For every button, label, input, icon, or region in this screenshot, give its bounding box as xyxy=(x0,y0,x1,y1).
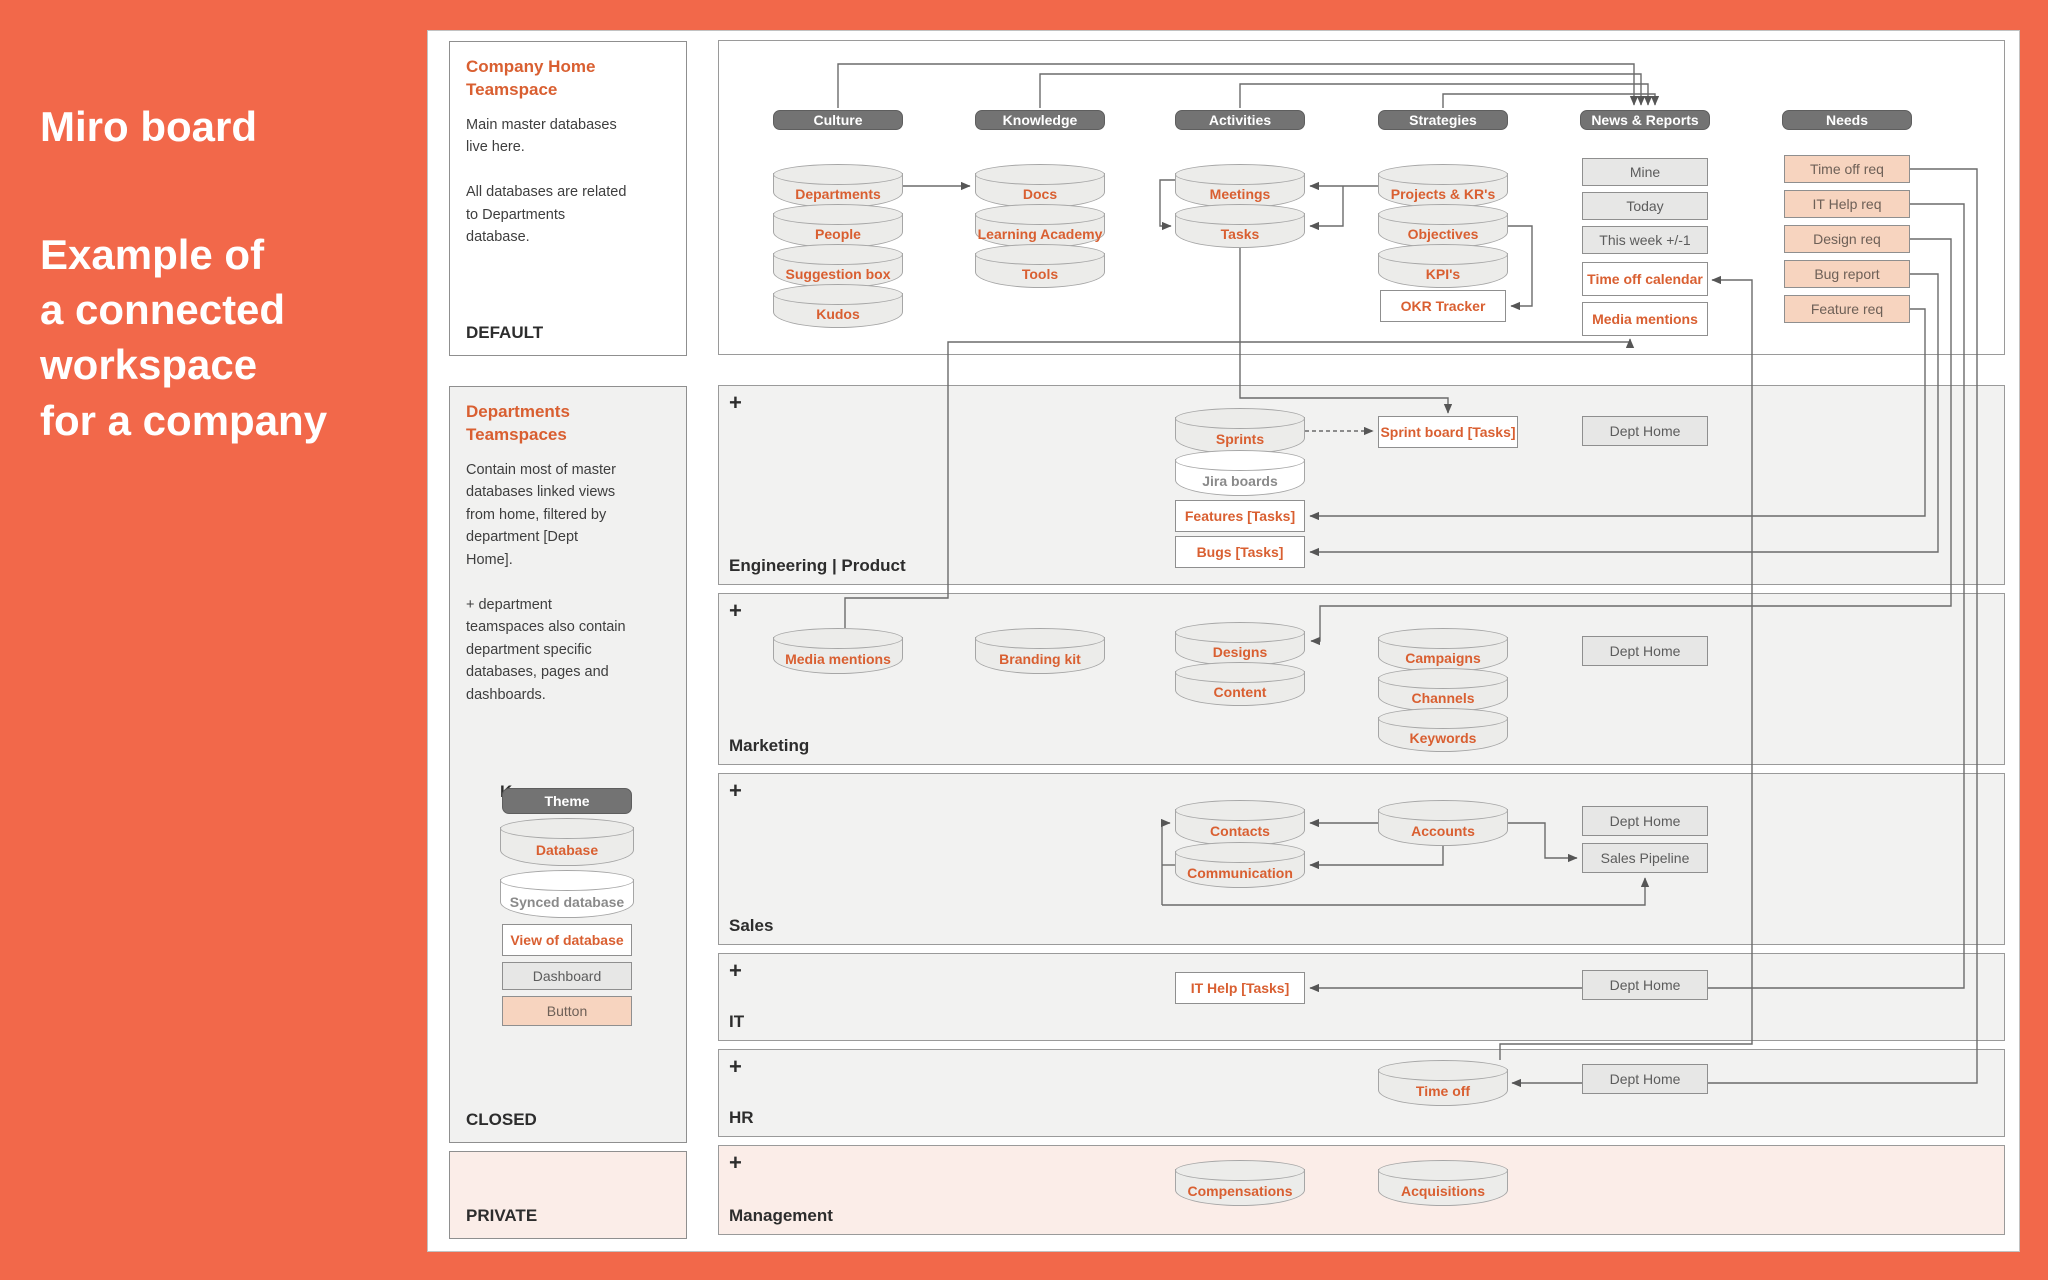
feature-req-button[interactable]: Feature req xyxy=(1784,295,1910,323)
section-marketing[interactable]: + Marketing xyxy=(718,593,2005,765)
it-help-req-button[interactable]: IT Help req xyxy=(1784,190,1910,218)
panel-departments-footer: CLOSED xyxy=(466,1110,537,1129)
button-button[interactable]: Button xyxy=(502,996,632,1026)
panel-departments-title: Departments Teamspaces xyxy=(466,402,570,444)
contacts-database[interactable]: Contacts xyxy=(1175,800,1305,846)
plus-icon[interactable]: + xyxy=(729,598,742,623)
people-database[interactable]: People xyxy=(773,204,903,248)
channels-database[interactable]: Channels xyxy=(1378,668,1508,712)
branding-kit-database[interactable]: Branding kit xyxy=(975,628,1105,674)
jira-boards-synced-database[interactable]: Jira boards xyxy=(1175,450,1305,496)
news-reports-theme[interactable]: News & Reports xyxy=(1580,110,1710,130)
panel-company-home-title: Company Home Teamspace xyxy=(466,57,596,99)
panel-company-home-footer: DEFAULT xyxy=(466,323,544,342)
theme-theme[interactable]: Theme xyxy=(502,788,632,814)
today-dashboard[interactable]: Today xyxy=(1582,192,1708,220)
kpi-s-database[interactable]: KPI's xyxy=(1378,244,1508,288)
section-label: IT xyxy=(729,1012,745,1031)
dashboard-dashboard[interactable]: Dashboard xyxy=(502,962,632,990)
bug-report-button[interactable]: Bug report xyxy=(1784,260,1910,288)
panel-company-home[interactable]: Company Home Teamspace Main master datab… xyxy=(449,41,687,356)
section-management[interactable]: + Management xyxy=(718,1145,2005,1235)
media-mentions-database-view[interactable]: Media mentions xyxy=(1582,302,1708,336)
plus-icon[interactable]: + xyxy=(729,1150,742,1175)
section-label: Marketing xyxy=(729,736,810,755)
plus-icon[interactable]: + xyxy=(729,390,742,415)
accounts-database[interactable]: Accounts xyxy=(1378,800,1508,846)
dept-home-dashboard[interactable]: Dept Home xyxy=(1582,970,1708,1000)
plus-icon[interactable]: + xyxy=(729,958,742,983)
panel-departments-body: Contain most of master databases linked … xyxy=(466,461,626,703)
activities-theme[interactable]: Activities xyxy=(1175,110,1305,130)
section-sales[interactable]: + Sales xyxy=(718,773,2005,945)
sidebar-title: Miro board xyxy=(40,103,257,150)
departments-database[interactable]: Departments xyxy=(773,164,903,208)
bugs-tasks-database-view[interactable]: Bugs [Tasks] xyxy=(1175,536,1305,568)
section-hr[interactable]: + HR xyxy=(718,1049,2005,1137)
tasks-database[interactable]: Tasks xyxy=(1175,204,1305,248)
communication-database[interactable]: Communication xyxy=(1175,842,1305,888)
section-label: HR xyxy=(729,1108,754,1127)
culture-theme[interactable]: Culture xyxy=(773,110,903,130)
sidebar-subtitle: Example of a connected workspace for a c… xyxy=(40,230,328,444)
content-database[interactable]: Content xyxy=(1175,662,1305,706)
keywords-database[interactable]: Keywords xyxy=(1378,708,1508,752)
knowledge-theme[interactable]: Knowledge xyxy=(975,110,1105,130)
needs-theme[interactable]: Needs xyxy=(1782,110,1912,130)
panel-private[interactable]: PRIVATE xyxy=(449,1151,687,1239)
learning-academy-database[interactable]: Learning Academy xyxy=(975,204,1105,248)
sidebar-caption: Miro board Example of a connected worksp… xyxy=(40,100,420,448)
dept-home-dashboard[interactable]: Dept Home xyxy=(1582,416,1708,446)
design-req-button[interactable]: Design req xyxy=(1784,225,1910,253)
okr-tracker-database-view[interactable]: OKR Tracker xyxy=(1380,290,1506,322)
media-mentions-database[interactable]: Media mentions xyxy=(773,628,903,674)
features-tasks-database-view[interactable]: Features [Tasks] xyxy=(1175,500,1305,532)
tools-database[interactable]: Tools xyxy=(975,244,1105,288)
dept-home-dashboard[interactable]: Dept Home xyxy=(1582,636,1708,666)
section-label: Sales xyxy=(729,916,774,935)
designs-database[interactable]: Designs xyxy=(1175,622,1305,666)
view-of-database-database-view[interactable]: View of database xyxy=(502,924,632,956)
synced-database-synced-database[interactable]: Synced database xyxy=(500,870,634,918)
objectives-database[interactable]: Objectives xyxy=(1378,204,1508,248)
compensations-database[interactable]: Compensations xyxy=(1175,1160,1305,1206)
dept-home-dashboard[interactable]: Dept Home xyxy=(1582,1064,1708,1094)
panel-private-footer: PRIVATE xyxy=(466,1206,538,1225)
panel-company-home-body: Main master databases live here. All dat… xyxy=(466,116,627,246)
database-database[interactable]: Database xyxy=(500,818,634,866)
this-week-1-dashboard[interactable]: This week +/-1 xyxy=(1582,226,1708,254)
it-help-tasks-database-view[interactable]: IT Help [Tasks] xyxy=(1175,972,1305,1004)
section-engineering-product[interactable]: + Engineering | Product xyxy=(718,385,2005,585)
section-it[interactable]: + IT xyxy=(718,953,2005,1041)
sprint-board-tasks-database-view[interactable]: Sprint board [Tasks] xyxy=(1378,416,1518,448)
plus-icon[interactable]: + xyxy=(729,778,742,803)
plus-icon[interactable]: + xyxy=(729,1054,742,1079)
meetings-database[interactable]: Meetings xyxy=(1175,164,1305,208)
campaigns-database[interactable]: Campaigns xyxy=(1378,628,1508,672)
kudos-database[interactable]: Kudos xyxy=(773,284,903,328)
panel-departments-teamspaces[interactable]: Departments Teamspaces Contain most of m… xyxy=(449,386,687,1143)
projects-kr-s-database[interactable]: Projects & KR's xyxy=(1378,164,1508,208)
sales-pipeline-dashboard[interactable]: Sales Pipeline xyxy=(1582,843,1708,873)
sprints-database[interactable]: Sprints xyxy=(1175,408,1305,454)
docs-database[interactable]: Docs xyxy=(975,164,1105,208)
section-label: Engineering | Product xyxy=(729,556,906,575)
section-label: Management xyxy=(729,1206,833,1225)
time-off-database[interactable]: Time off xyxy=(1378,1060,1508,1106)
dept-home-dashboard[interactable]: Dept Home xyxy=(1582,806,1708,836)
acquisitions-database[interactable]: Acquisitions xyxy=(1378,1160,1508,1206)
suggestion-box-database[interactable]: Suggestion box xyxy=(773,244,903,288)
strategies-theme[interactable]: Strategies xyxy=(1378,110,1508,130)
time-off-req-button[interactable]: Time off req xyxy=(1784,155,1910,183)
time-off-calendar-database-view[interactable]: Time off calendar xyxy=(1582,262,1708,296)
mine-dashboard[interactable]: Mine xyxy=(1582,158,1708,186)
